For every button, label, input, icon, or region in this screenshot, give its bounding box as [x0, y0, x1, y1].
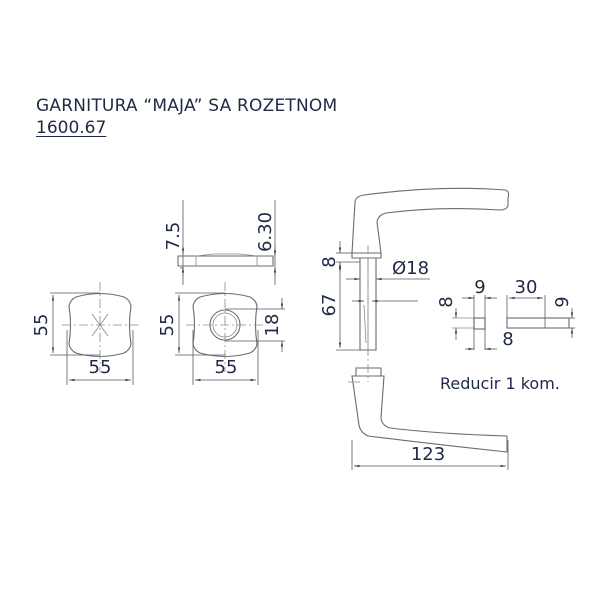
dimension-side-label: 9: [552, 296, 573, 307]
reducer-bar: [506, 317, 570, 329]
rosette-front-view-cross: 55 55: [31, 282, 140, 385]
handle-view: 8 67 Ø18 123: [319, 187, 510, 470]
product-code: 1600.67: [36, 118, 107, 138]
rosette-outline: [68, 292, 132, 358]
dimension-length-label: 123: [411, 444, 445, 465]
dimension-body-height-label: 6.30: [255, 212, 276, 252]
dimension-width-label: 55: [89, 357, 112, 378]
dimension-neck-height-label: 8: [319, 256, 340, 267]
dimension-length-label: 30: [515, 277, 538, 298]
dimension-width-label: 55: [215, 357, 238, 378]
dimension-shank-length-label: 67: [319, 294, 340, 317]
cross-mark: [91, 313, 109, 337]
rosette-front-view-hole: 55 55 18: [157, 282, 285, 385]
dimension-height-label: 8: [436, 296, 457, 307]
dimension-square-label: 9: [474, 277, 485, 298]
dimension-hole-diameter-label: 18: [262, 314, 283, 337]
reducer-note: Reducir 1 kom.: [440, 374, 560, 393]
reducer-square: [473, 317, 486, 330]
handle-neck: [351, 252, 382, 259]
rosette-outline: [192, 292, 258, 358]
dimension-total-height-label: 7.5: [163, 222, 184, 251]
rosette-side-view: 7.5 6.30: [163, 200, 277, 285]
reducer-view: 9 8 8 30 9 Reducir 1 kom.: [436, 277, 575, 393]
dimension-bottom-label: 8: [502, 329, 513, 350]
dimension-height-label: 55: [157, 314, 178, 337]
handle-lower-lever: [351, 375, 508, 453]
handle-upper-lever: [351, 187, 510, 254]
drawing-title: GARNITURA “MAJA” SA ROZETNOM: [36, 96, 338, 116]
rosette-side-outline: [177, 255, 274, 267]
dimension-diameter-label: Ø18: [392, 258, 429, 279]
handle-neck-lower: [355, 367, 382, 377]
dimension-height-label: 55: [31, 314, 52, 337]
